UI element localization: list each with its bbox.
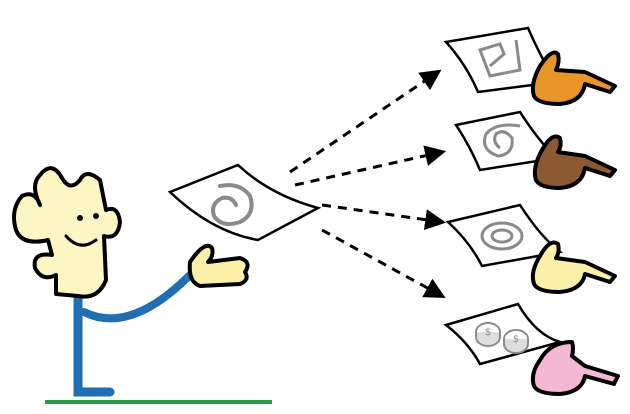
hand-orange — [530, 50, 617, 106]
arrow-4 — [321, 228, 446, 299]
hand-brown — [532, 134, 617, 190]
recipient-coins: $ $ — [443, 302, 620, 396]
svg-text:$: $ — [485, 327, 491, 338]
arrow-2 — [294, 145, 447, 187]
recipient-leaf-spiral — [453, 110, 617, 190]
distribution-arrows — [289, 69, 447, 299]
hand-pink — [530, 340, 620, 396]
puzzle-person — [12, 166, 250, 397]
arrow-1 — [289, 69, 442, 174]
hand-yellow — [530, 240, 617, 294]
coin-icon: $ — [475, 322, 501, 347]
giving-hand — [187, 243, 250, 288]
arrow-3 — [321, 203, 447, 231]
coin-icon: $ — [503, 329, 529, 354]
central-paper — [167, 163, 322, 242]
svg-text:$: $ — [513, 334, 519, 345]
recipient-square-spiral — [443, 26, 617, 106]
recipient-concentric-circles — [445, 203, 617, 294]
puzzle-head — [12, 166, 122, 299]
